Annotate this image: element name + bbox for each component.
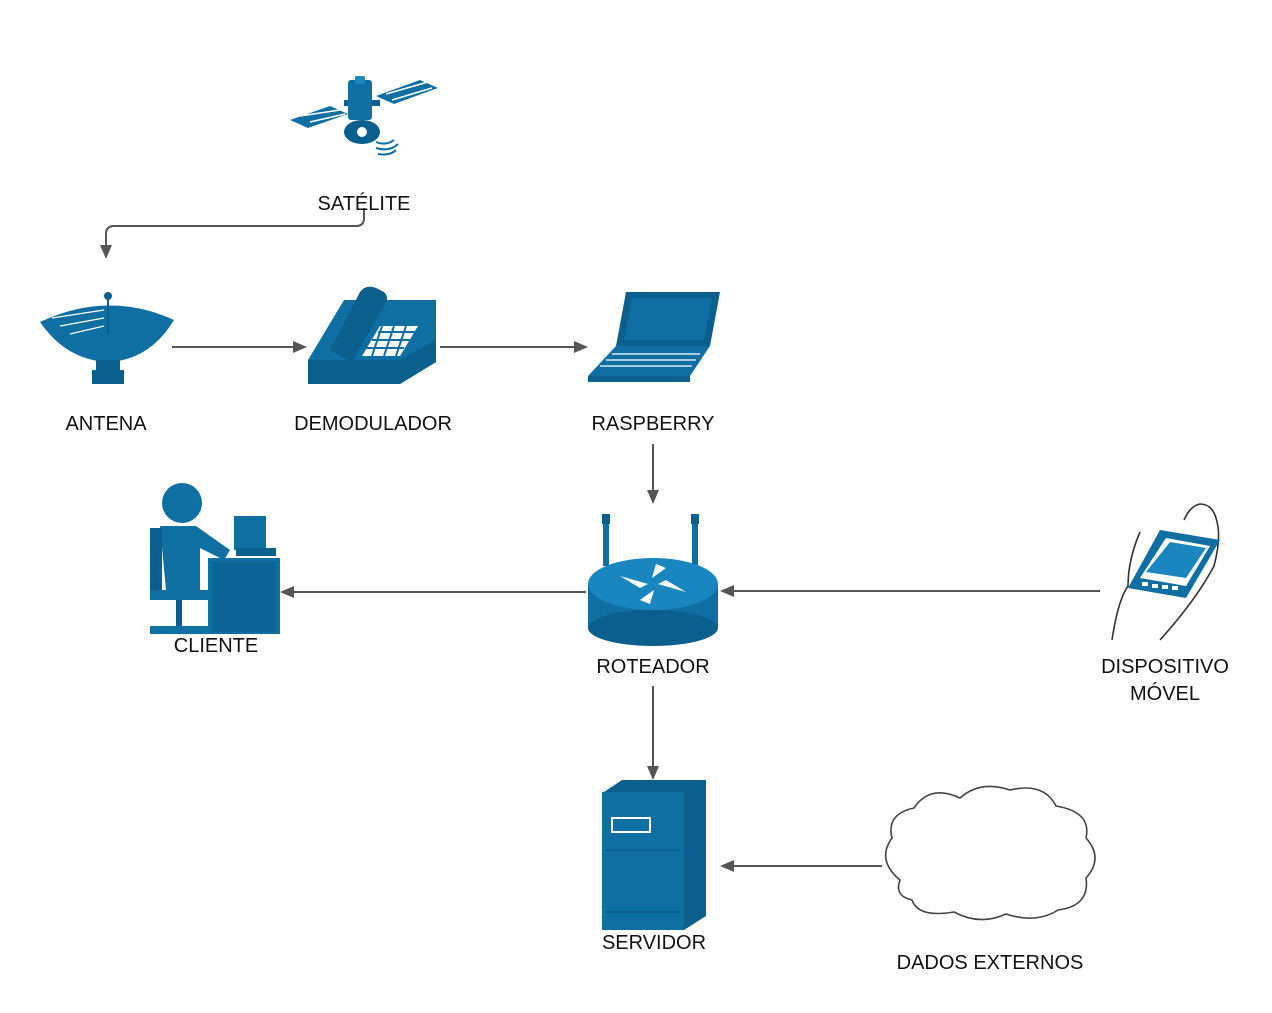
label-servidor: SERVIDOR [602, 932, 706, 954]
label-dispositivo-line1: DISPOSITIVO [1101, 656, 1229, 678]
server-icon [602, 780, 706, 930]
satellite-dish-icon [40, 292, 174, 384]
edges [100, 208, 1100, 872]
user-workstation-icon [150, 483, 280, 634]
mobile-device-icon [1111, 503, 1220, 641]
satellite-icon [290, 76, 438, 156]
router-icon [588, 514, 718, 646]
telephone-icon [308, 286, 436, 384]
label-cliente: CLIENTE [174, 635, 258, 657]
cloud-icon [884, 785, 1096, 921]
label-dados-externos: DADOS EXTERNOS [897, 952, 1084, 974]
label-demodulador: DEMODULADOR [294, 413, 452, 435]
label-roteador: ROTEADOR [596, 656, 709, 678]
label-satelite: SATÉLITE [318, 192, 411, 215]
edge-satelite-antena [100, 208, 365, 259]
laptop-icon [588, 292, 720, 382]
label-antena: ANTENA [65, 413, 147, 435]
label-raspberry: RASPBERRY [591, 413, 714, 435]
label-dispositivo-line2: MÓVEL [1130, 682, 1200, 705]
